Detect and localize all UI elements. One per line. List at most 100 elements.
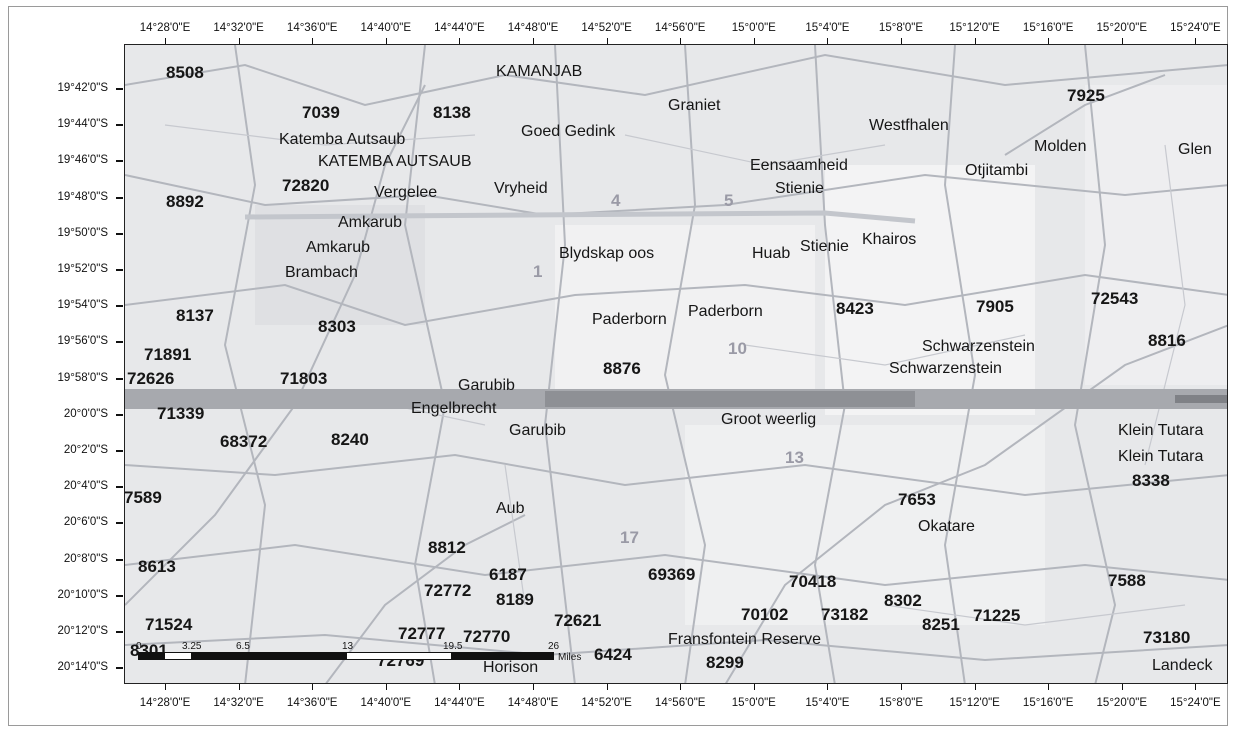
latitude-tick-label: 19°48'0"S — [57, 190, 108, 203]
tick-mark — [606, 38, 608, 44]
tick-mark — [312, 684, 314, 690]
farm-number: 70102 — [741, 605, 789, 624]
longitude-tick-label: 14°32'0"E — [213, 697, 264, 709]
tick-mark — [753, 684, 755, 690]
scale-segment — [139, 653, 165, 659]
longitude-tick-label: 14°28'0"E — [139, 697, 191, 709]
longitude-tick-label: 14°48'0"E — [507, 22, 559, 34]
place-label: Stienie — [775, 180, 824, 197]
place-label: Blydskap oos — [559, 245, 655, 262]
tick-mark — [827, 684, 829, 690]
place-label: Garubib — [458, 377, 515, 394]
map-canvas[interactable] — [124, 44, 1228, 684]
farm-number: 8303 — [318, 317, 356, 336]
tick-mark — [533, 38, 534, 44]
place-label: Engelbrecht — [411, 400, 497, 417]
tick-mark — [116, 160, 123, 163]
tick-mark — [385, 38, 387, 44]
farm-number: 8338 — [1132, 471, 1170, 490]
farm-number: 72777 — [398, 624, 446, 643]
tick-mark — [974, 684, 976, 690]
farm-number: 6424 — [594, 645, 632, 664]
farm-number: 6187 — [489, 565, 527, 584]
place-label: KATEMBA AUTSAUB — [318, 153, 472, 170]
tick-mark — [116, 667, 123, 670]
place-label: Goed Gedink — [521, 123, 616, 140]
tick-mark — [533, 684, 534, 690]
tick-mark — [116, 450, 123, 452]
farm-number: 72543 — [1091, 289, 1139, 308]
longitude-tick-label: 14°32'0"E — [213, 22, 264, 34]
tick-mark — [116, 558, 123, 561]
tick-mark — [116, 196, 123, 199]
longitude-tick-label: 15°24'0"E — [1170, 697, 1221, 709]
scale-label: 19.5 — [443, 641, 463, 652]
scale-label: 3.25 — [182, 641, 202, 652]
longitude-tick-label: 15°20'0"E — [1096, 22, 1148, 34]
longitude-tick-label: 15°8'0"E — [878, 22, 924, 34]
scale-segment — [451, 653, 553, 659]
place-label: Brambach — [285, 264, 358, 281]
farm-number: 8299 — [706, 653, 744, 672]
farm-number: 8816 — [1148, 331, 1186, 350]
tick-mark — [116, 631, 123, 633]
longitude-tick-label: 15°16'0"E — [1022, 697, 1074, 709]
tick-mark — [680, 684, 682, 690]
farm-number: 8876 — [603, 359, 641, 378]
farm-number: 72772 — [424, 581, 472, 600]
tick-mark — [116, 486, 123, 489]
section-number: 5 — [724, 191, 734, 210]
longitude-tick-label: 14°40'0"E — [360, 697, 412, 709]
tick-mark — [385, 684, 387, 690]
latitude-tick-label: 20°10'0"S — [57, 588, 108, 601]
farm-number: 71803 — [280, 369, 328, 388]
section-number: 4 — [611, 191, 621, 210]
longitude-tick-label: 15°24'0"E — [1170, 22, 1221, 34]
tick-mark — [238, 38, 240, 44]
longitude-tick-label: 14°36'0"E — [286, 22, 338, 34]
tick-mark — [238, 684, 240, 690]
place-label: Okatare — [918, 518, 975, 535]
place-label: Molden — [1034, 138, 1087, 155]
tick-mark — [312, 38, 314, 44]
longitude-tick-label: 14°36'0"E — [286, 697, 338, 709]
farm-number: 7653 — [898, 490, 936, 509]
latitude-tick-label: 19°44'0"S — [57, 118, 108, 131]
longitude-tick-label: 14°56'0"E — [654, 22, 706, 34]
farm-number: 69369 — [648, 565, 696, 584]
place-label: Huab — [752, 245, 791, 262]
place-label: Klein Tutara — [1118, 422, 1204, 439]
tick-mark — [116, 594, 123, 597]
place-label: Stienie — [800, 238, 849, 255]
tick-mark — [116, 413, 123, 416]
place-label: Katemba Autsaub — [279, 131, 406, 148]
farm-number: 8137 — [176, 306, 214, 325]
tick-mark — [165, 38, 166, 44]
section-number: 1 — [533, 262, 543, 281]
place-label: KAMANJAB — [496, 63, 583, 80]
latitude-tick-label: 19°52'0"S — [57, 263, 108, 275]
place-label: Amkarub — [306, 239, 371, 256]
longitude-tick-label: 15°12'0"E — [949, 697, 1000, 709]
farm-number: 72770 — [463, 627, 511, 646]
longitude-tick-label: 15°4'0"E — [805, 697, 850, 709]
longitude-tick-label: 15°16'0"E — [1022, 22, 1074, 34]
farm-number: 8251 — [922, 615, 960, 634]
farm-number: 72626 — [127, 369, 175, 388]
place-label: Klein Tutara — [1118, 448, 1204, 465]
latitude-tick-label: 19°56'0"S — [57, 335, 108, 348]
longitude-tick-label: 14°44'0"E — [434, 697, 485, 709]
tick-mark — [165, 684, 166, 690]
scale-label: 26 — [548, 641, 560, 652]
farm-number: 8812 — [428, 538, 466, 557]
tick-mark — [1121, 684, 1123, 690]
longitude-tick-label: 14°40'0"E — [360, 22, 412, 34]
scale-label: 6.5 — [236, 641, 250, 652]
farm-number: 7905 — [976, 297, 1014, 316]
place-label: Otjitambi — [965, 162, 1029, 179]
tick-mark — [901, 38, 902, 44]
latitude-tick-label: 19°46'0"S — [57, 154, 108, 167]
farm-number: 73180 — [1143, 628, 1191, 647]
place-label: Schwarzenstein — [922, 338, 1035, 355]
tick-mark — [116, 88, 123, 90]
